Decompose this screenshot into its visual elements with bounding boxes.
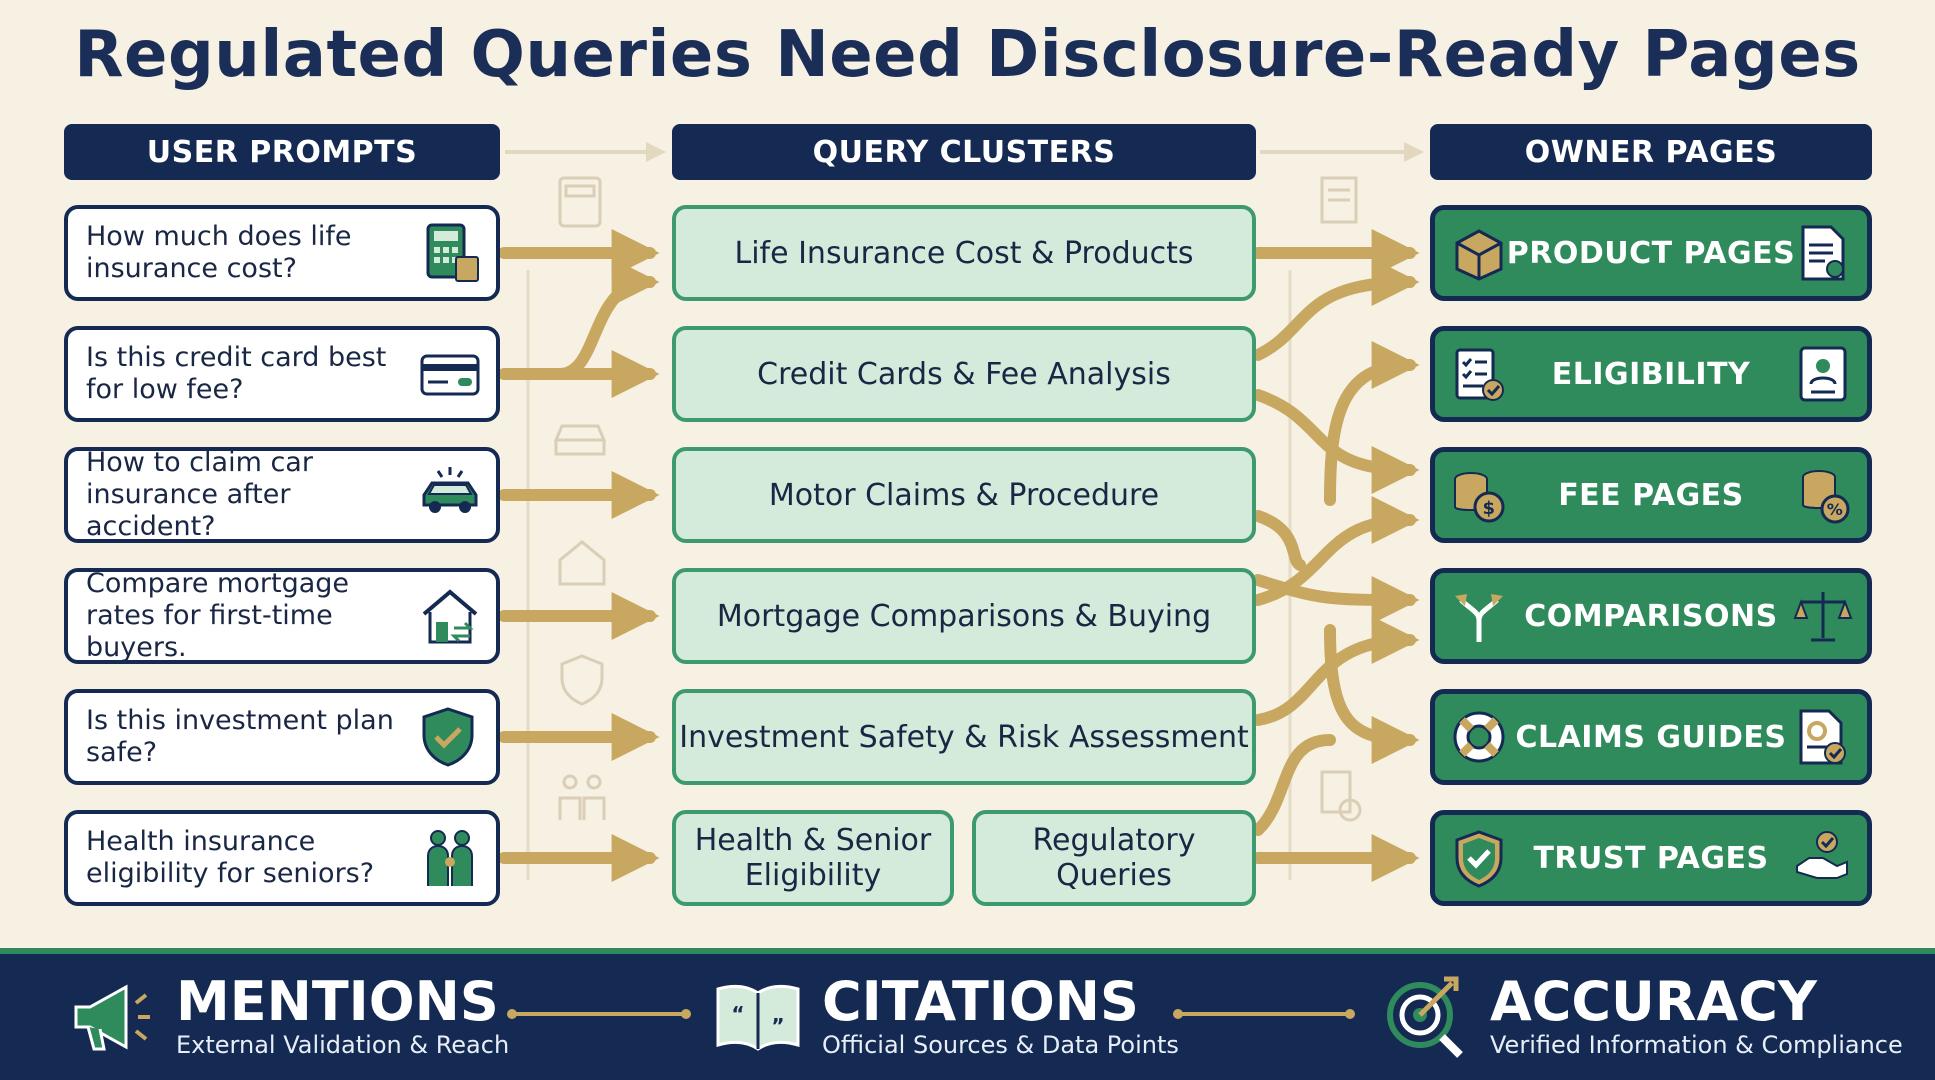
footer-accuracy-title: ACCURACY: [1490, 970, 1818, 1033]
owner-label: FEE PAGES: [1558, 477, 1744, 513]
footer-bar: MENTIONS External Validation & Reach “ ”…: [0, 948, 1935, 1080]
cluster-regulatory[interactable]: Regulatory Queries: [972, 810, 1256, 906]
cluster-life-insurance[interactable]: Life Insurance Cost & Products: [672, 205, 1256, 301]
prompt-text: How much does life insurance cost?: [86, 221, 352, 284]
prompt-life-insurance[interactable]: How much does life insurance cost?: [64, 205, 500, 301]
checklist-icon: [1455, 348, 1504, 401]
svg-text:$: $: [1482, 498, 1495, 519]
box-icon: [1455, 229, 1503, 281]
owner-claims-guides[interactable]: CLAIMS GUIDES: [1430, 689, 1872, 785]
footer-accuracy-subtitle: Verified Information & Compliance: [1490, 1031, 1903, 1059]
scales-icon: [1793, 592, 1853, 642]
prompt-health-seniors[interactable]: Health insurance eligibility for seniors…: [64, 810, 500, 906]
footer-citations: “ ” CITATIONS Official Sources & Data Po…: [712, 954, 1179, 1080]
coins-icon: $: [1454, 472, 1505, 523]
house-icon: [422, 589, 478, 644]
footer-mentions-title: MENTIONS: [176, 970, 499, 1033]
owner-comparisons[interactable]: COMPARISONS: [1430, 568, 1872, 664]
percent-coins-icon: %: [1802, 470, 1850, 524]
id-card-icon: [1799, 346, 1847, 402]
owner-product-pages[interactable]: PRODUCT PAGES: [1430, 205, 1872, 301]
header-query-clusters: QUERY CLUSTERS: [672, 124, 1256, 180]
calculator-icon: [426, 223, 479, 282]
shield-icon: [422, 707, 474, 767]
owner-label: COMPARISONS: [1524, 598, 1778, 634]
footer-citations-title: CITATIONS: [822, 970, 1139, 1033]
cluster-health-seniors[interactable]: Health & Senior Eligibility: [672, 810, 954, 906]
owner-fee-pages[interactable]: $ FEE PAGES %: [1430, 447, 1872, 543]
credit-card-icon: [420, 354, 480, 396]
prompt-text: Is this credit card best for low fee?: [86, 342, 387, 405]
owner-trust-pages[interactable]: TRUST PAGES: [1430, 810, 1872, 906]
owner-label: TRUST PAGES: [1533, 840, 1769, 876]
prompt-investment[interactable]: Is this investment plan safe?: [64, 689, 500, 785]
page-title: Regulated Queries Need Disclosure-Ready …: [74, 18, 1861, 92]
prompt-mortgage[interactable]: Compare mortgage rates for first-time bu…: [64, 568, 500, 664]
document-icon: [1801, 225, 1845, 281]
cluster-investment[interactable]: Investment Safety & Risk Assessment: [672, 689, 1256, 785]
megaphone-icon: [74, 984, 150, 1051]
prompt-credit-card[interactable]: Is this credit card best for low fee?: [64, 326, 500, 422]
split-arrow-icon: [1455, 594, 1503, 642]
cluster-mortgage[interactable]: Mortgage Comparisons & Buying: [672, 568, 1256, 664]
footer-mentions-subtitle: External Validation & Reach: [176, 1031, 510, 1059]
owner-label: CLAIMS GUIDES: [1515, 719, 1787, 755]
footer-citations-subtitle: Official Sources & Data Points: [822, 1031, 1179, 1059]
footer-connectors: [507, 1009, 1355, 1019]
book-icon: “ ”: [716, 984, 800, 1051]
family-icon: [427, 830, 473, 886]
shield-check-icon: [1455, 830, 1503, 888]
header-owner-pages: OWNER PAGES: [1430, 124, 1872, 180]
lifebuoy-icon: [1453, 711, 1505, 763]
prompt-car-claim[interactable]: How to claim car insurance after acciden…: [64, 447, 500, 543]
prompt-text: Compare mortgage rates for first-time bu…: [86, 568, 349, 663]
svg-text:“: “: [731, 1002, 744, 1026]
owner-label: ELIGIBILITY: [1551, 356, 1751, 392]
svg-text:%: %: [1827, 500, 1844, 519]
prompt-text: Is this investment plan safe?: [86, 705, 394, 768]
owner-label: PRODUCT PAGES: [1506, 235, 1796, 271]
footer-mentions: MENTIONS External Validation & Reach: [66, 954, 509, 1080]
target-icon: [1387, 976, 1463, 1058]
footer-accuracy: ACCURACY Verified Information & Complian…: [1380, 954, 1903, 1080]
owner-eligibility[interactable]: ELIGIBILITY: [1430, 326, 1872, 422]
header-user-prompts: USER PROMPTS: [64, 124, 500, 180]
svg-text:”: ”: [771, 1014, 784, 1038]
cluster-motor-claims[interactable]: Motor Claims & Procedure: [672, 447, 1256, 543]
handshake-icon: [1796, 831, 1848, 879]
prompt-text: How to claim car insurance after acciden…: [86, 447, 313, 542]
car-icon: [422, 467, 478, 513]
flow-connectors: [498, 142, 1424, 882]
claim-document-icon: [1799, 709, 1846, 765]
prompt-text: Health insurance eligibility for seniors…: [86, 826, 375, 889]
cluster-credit-cards[interactable]: Credit Cards & Fee Analysis: [672, 326, 1256, 422]
